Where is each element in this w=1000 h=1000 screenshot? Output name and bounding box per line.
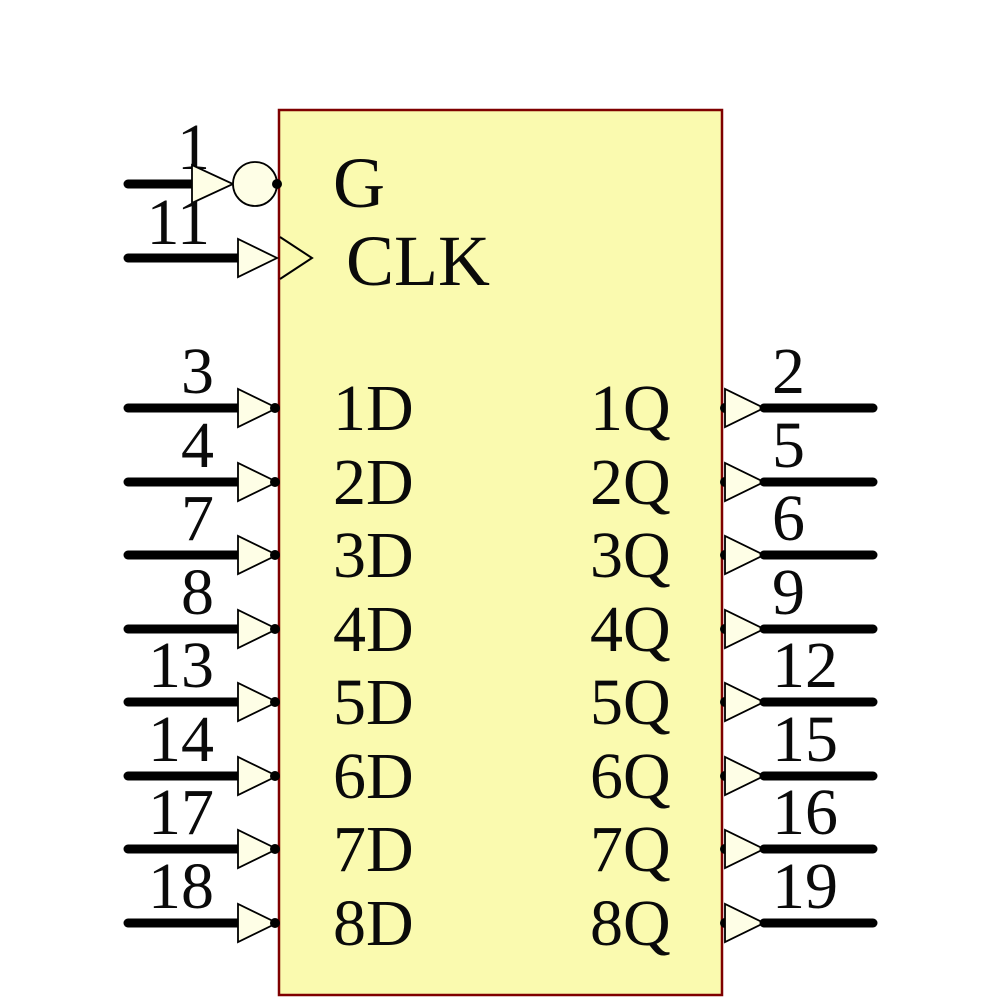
component-body bbox=[277, 108, 724, 997]
inversion-bubble-icon bbox=[232, 161, 278, 207]
pin-arrow-icon bbox=[724, 681, 767, 723]
pin-number: 9 bbox=[772, 556, 805, 629]
pin-row: 14 6D 6Q 15 bbox=[123, 703, 878, 813]
pin-arrow-icon bbox=[237, 902, 280, 944]
pin-row: 13 5D 5Q 12 bbox=[123, 629, 878, 739]
output-label: 1Q bbox=[590, 372, 671, 445]
pin-junction-dot bbox=[270, 624, 280, 634]
input-label: 8D bbox=[333, 887, 414, 960]
pin-row: 8 4D 4Q 9 bbox=[123, 556, 878, 666]
pin-number: 18 bbox=[148, 850, 214, 923]
input-label: 2D bbox=[333, 446, 414, 519]
pin-number: 12 bbox=[772, 629, 838, 702]
pin-arrow-icon bbox=[237, 681, 280, 723]
pin-arrow-icon bbox=[724, 534, 767, 576]
pin-arrow-icon bbox=[237, 534, 280, 576]
output-label: 2Q bbox=[590, 446, 671, 519]
pin-row: 18 8D 8Q 19 bbox=[123, 850, 878, 960]
clock-wedge-icon bbox=[279, 236, 314, 280]
pin-arrow-icon bbox=[237, 387, 280, 429]
pin-number: 2 bbox=[772, 335, 805, 408]
pin-number: 4 bbox=[181, 409, 214, 482]
output-label: 5Q bbox=[590, 666, 671, 739]
clock-label: CLK bbox=[346, 221, 490, 301]
pin-arrow-icon bbox=[237, 237, 280, 279]
input-label: 4D bbox=[333, 593, 414, 666]
pin-number: 7 bbox=[181, 482, 214, 555]
pin-number: 3 bbox=[181, 335, 214, 408]
output-label: 8Q bbox=[590, 887, 671, 960]
pin-number: 8 bbox=[181, 556, 214, 629]
pin-arrow-icon bbox=[724, 755, 767, 797]
output-label: 4Q bbox=[590, 593, 671, 666]
pin-row: 7 3D 3Q 6 bbox=[123, 482, 878, 592]
pin-number: 6 bbox=[772, 482, 805, 555]
pin-junction-dot bbox=[270, 550, 280, 560]
pin-number: 11 bbox=[146, 186, 210, 259]
output-label: 3Q bbox=[590, 519, 671, 592]
pin-junction-dot bbox=[270, 771, 280, 781]
enable-pin: 1 G bbox=[123, 111, 385, 223]
pin-junction-dot bbox=[270, 844, 280, 854]
pin-arrow-icon bbox=[724, 828, 767, 870]
input-label: 6D bbox=[333, 740, 414, 813]
output-label: 7Q bbox=[590, 813, 671, 886]
enable-label: G bbox=[333, 143, 385, 223]
pin-row: 4 2D 2Q 5 bbox=[123, 409, 878, 519]
output-label: 6Q bbox=[590, 740, 671, 813]
pin-arrow-icon bbox=[237, 828, 280, 870]
pin-number: 16 bbox=[772, 776, 838, 849]
pin-arrow-icon bbox=[237, 608, 280, 650]
pin-number: 19 bbox=[772, 850, 838, 923]
pin-junction-dot bbox=[272, 179, 282, 189]
pin-arrow-icon bbox=[237, 461, 280, 503]
input-label: 7D bbox=[333, 813, 414, 886]
pin-arrow-icon bbox=[191, 163, 236, 205]
pin-number: 15 bbox=[772, 703, 838, 776]
input-label: 1D bbox=[333, 372, 414, 445]
pin-junction-dot bbox=[270, 918, 280, 928]
pin-row: 17 7D 7Q 16 bbox=[123, 776, 878, 886]
pin-arrow-icon bbox=[237, 755, 280, 797]
clock-pin: 11 CLK bbox=[123, 186, 490, 301]
pin-number: 5 bbox=[772, 409, 805, 482]
pin-number: 13 bbox=[148, 629, 214, 702]
pin-arrow-icon bbox=[724, 461, 767, 503]
pin-arrow-icon bbox=[724, 608, 767, 650]
pin-junction-dot bbox=[270, 697, 280, 707]
input-label: 5D bbox=[333, 666, 414, 739]
pin-row: 3 1D 1Q 2 bbox=[123, 335, 878, 445]
pin-arrow-icon bbox=[724, 387, 767, 429]
pin-junction-dot bbox=[270, 403, 280, 413]
pin-number: 17 bbox=[148, 776, 214, 849]
input-label: 3D bbox=[333, 519, 414, 592]
pin-junction-dot bbox=[270, 477, 280, 487]
pin-arrow-icon bbox=[724, 902, 767, 944]
pin-number: 14 bbox=[148, 703, 214, 776]
